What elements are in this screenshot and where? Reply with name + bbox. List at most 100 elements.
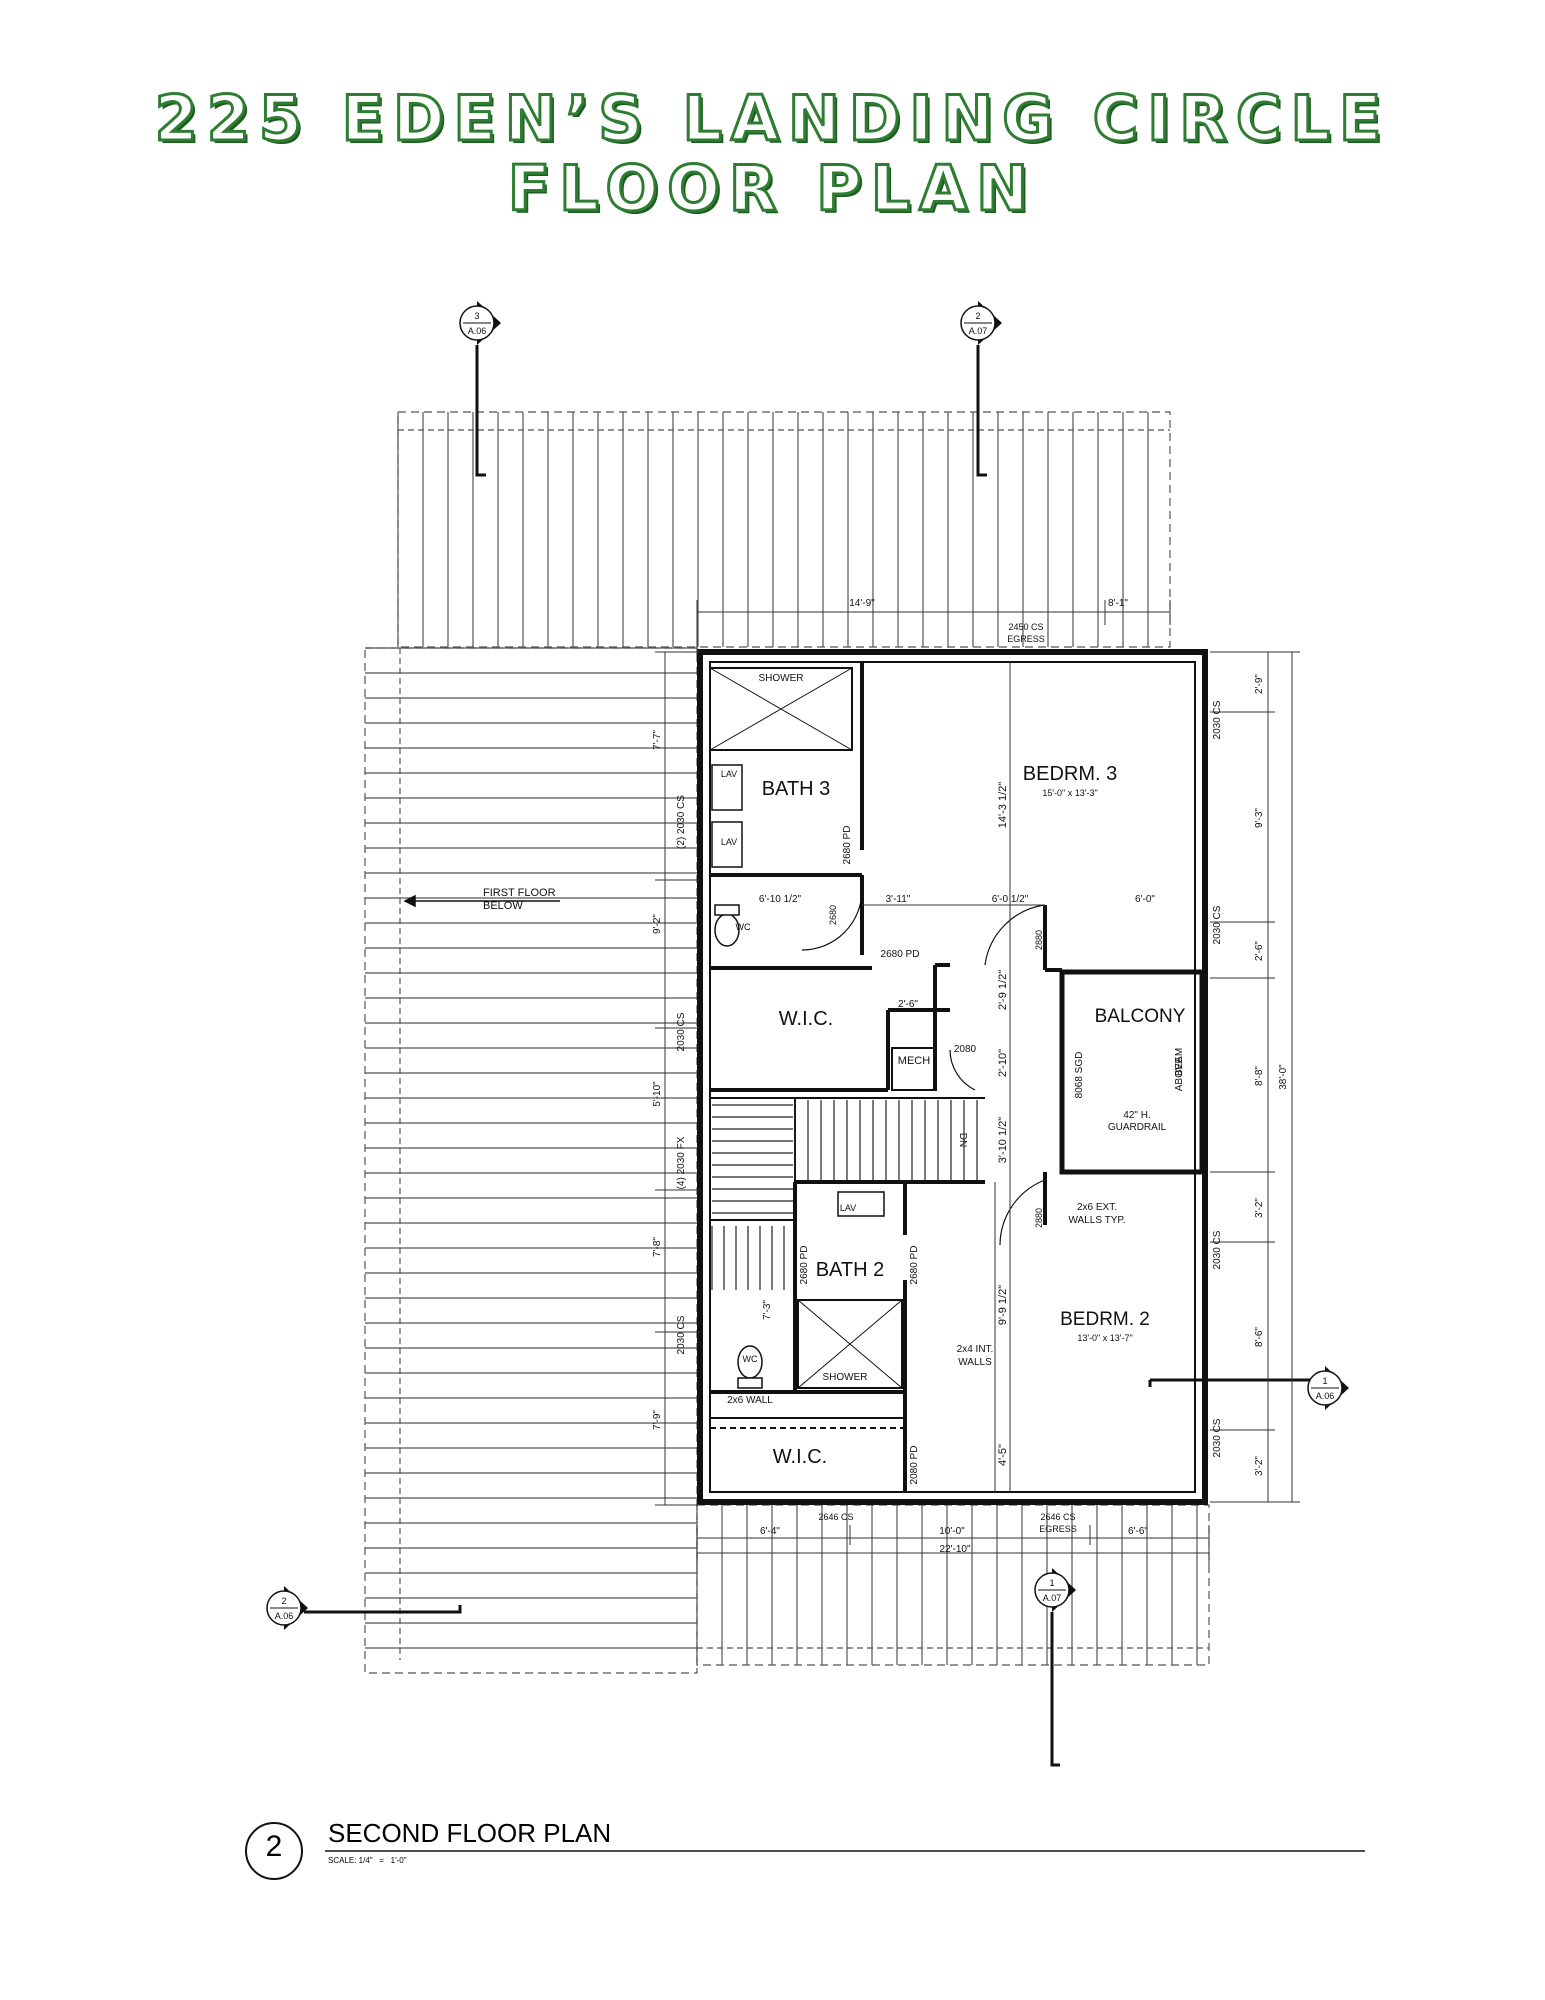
door-tag: 2880 (1034, 1208, 1044, 1228)
interior-walls (709, 662, 1205, 1492)
section-cut-lines (304, 345, 1310, 1767)
note-beam-above: BEAM (1174, 1048, 1185, 1076)
window-tag: 2646 CS (818, 1512, 853, 1522)
window-tag: 2030 CS (1212, 1230, 1223, 1269)
shower-label: SHOWER (759, 673, 804, 684)
note-guardrail: GUARDRAIL (1108, 1122, 1167, 1133)
dimension-label: 8'-8" (1254, 1066, 1265, 1086)
dimension-label: 8'-1" (1108, 598, 1128, 609)
section-marker-number: 1 (1049, 1578, 1054, 1588)
dimension-label: 7'-8" (652, 1237, 663, 1257)
room-name: BEDRM. 2 (1060, 1309, 1150, 1330)
window-tag: 2030 CS (676, 1012, 687, 1051)
door-tag: 2880 (1034, 930, 1044, 950)
window-tag: (4) 2030 FX (676, 1136, 687, 1189)
door-tag: 8068 SGD (1074, 1052, 1085, 1099)
dimension-label: 6'-0" (1135, 894, 1155, 905)
title-block (245, 1822, 1365, 1880)
note-int-walls: WALLS (958, 1357, 992, 1368)
section-marker-number: 2 (281, 1596, 286, 1606)
dimension-label: 2'-9 1/2" (997, 970, 1009, 1010)
room-name: W.I.C. (773, 1446, 827, 1468)
window-tag: 2030 CS (676, 1315, 687, 1354)
wc-label: WC (736, 922, 751, 932)
note-beam-above: ABOVE (1174, 1056, 1185, 1091)
room-name: BATH 2 (816, 1259, 885, 1281)
window-tag: 2030 CS (1212, 700, 1223, 739)
dimension-lines (655, 600, 1300, 1565)
door-tag: 2680 PD (909, 1246, 920, 1285)
dimension-label: 9'-3" (1254, 808, 1265, 828)
dimension-label: 2'-6" (1254, 941, 1265, 961)
left-deck-hatch (364, 647, 698, 1674)
section-marker-sheet: A.07 (1043, 1593, 1062, 1603)
wc-label: WC (743, 1354, 758, 1364)
dimension-label: 6'-4" (760, 1526, 780, 1537)
dimension-label: 3'-2" (1254, 1456, 1265, 1476)
dimension-label: 3'-2" (1254, 1198, 1265, 1218)
dimension-label: 2'-9" (1254, 674, 1265, 694)
door-tag: 2080 PD (909, 1446, 920, 1485)
lav-label: LAV (721, 837, 737, 847)
window-tag: 2030 CS (1212, 905, 1223, 944)
section-marker: 3A.06 (459, 301, 501, 345)
egress-window-top: EGRESS (1007, 634, 1045, 644)
section-marker-number: 1 (1322, 1376, 1327, 1386)
title-line-1: 225 EDEN’S LANDING CIRCLE (153, 81, 1391, 157)
section-marker-sheet: A.06 (468, 326, 487, 336)
title-line-2: FLOOR PLAN (506, 151, 1038, 227)
dimension-label: 2'-6" (898, 999, 918, 1010)
stair-treads (711, 1100, 978, 1290)
upper-roof-hatch (397, 411, 1171, 648)
sheet-name: SECOND FLOOR PLAN (328, 1818, 612, 1848)
dimension-label: 38'-0" (1278, 1064, 1289, 1090)
door-tag: 2680 (828, 905, 838, 925)
sheet-scale: SCALE: 1/4" = 1'-0" (328, 1856, 407, 1865)
note-int-walls: 2x4 INT. (957, 1344, 994, 1355)
dimension-label: 6'-6" (1128, 1526, 1148, 1537)
dimension-label: 22'-10" (939, 1544, 970, 1555)
dimension-label: 7'-9" (652, 1410, 663, 1430)
section-marker: 1A.06 (1307, 1366, 1349, 1410)
dimension-label: 7'-7" (652, 730, 663, 750)
fixtures (711, 764, 885, 1389)
note-first-floor-below: BELOW (483, 900, 523, 912)
section-marker: 1A.07 (1034, 1568, 1076, 1612)
section-marker-number: 3 (474, 311, 479, 321)
note-2x6-wall: 2x6 WALL (727, 1395, 773, 1406)
room-name: BALCONY (1095, 1006, 1186, 1027)
stair-dn-label: DN (957, 1133, 968, 1147)
shower-label: SHOWER (823, 1372, 868, 1383)
room-dimensions: 15'-0" x 13'-3" (1042, 788, 1097, 798)
first-floor-below-arrow (403, 894, 560, 908)
room-dimensions: 13'-0" x 13'-7" (1077, 1333, 1132, 1343)
room-name: MECH (898, 1055, 930, 1067)
dimension-label: 3'-11" (886, 894, 911, 905)
dimension-label: 2'-10" (997, 1049, 1009, 1077)
note-guardrail: 42" H. (1123, 1110, 1150, 1121)
dimension-label: 6'-0 1/2" (992, 894, 1029, 905)
dimension-label: 5'-10" (652, 1081, 663, 1107)
section-marker-number: 2 (975, 311, 980, 321)
section-marker-sheet: A.07 (969, 326, 988, 336)
dimension-label: 7'-3" (762, 1300, 773, 1320)
room-name: BATH 3 (762, 778, 831, 800)
section-marker: 2A.07 (960, 301, 1002, 345)
lav-label: LAV (840, 1203, 856, 1213)
dimension-label: 10'-0" (939, 1526, 965, 1537)
note-first-floor-below: FIRST FLOOR (483, 887, 556, 899)
dimension-label: 9'-9 1/2" (997, 1285, 1009, 1325)
note-ext-walls: 2x6 EXT. (1077, 1202, 1117, 1213)
dimension-label: 14'-9" (849, 598, 875, 609)
dimension-label: 3'-10 1/2" (997, 1117, 1009, 1163)
window-tag: (2) 2030 CS (676, 795, 687, 849)
room-name: BEDRM. 3 (1023, 763, 1117, 785)
exterior-walls (697, 649, 1208, 1505)
door-tag: 2080 (954, 1044, 977, 1055)
dimension-label: 14'-3 1/2" (997, 782, 1009, 828)
room-name: W.I.C. (779, 1008, 833, 1030)
section-marker-sheet: A.06 (1316, 1391, 1335, 1401)
dimension-label: 8'-6" (1254, 1327, 1265, 1347)
section-marker-sheet: A.06 (275, 1611, 294, 1621)
